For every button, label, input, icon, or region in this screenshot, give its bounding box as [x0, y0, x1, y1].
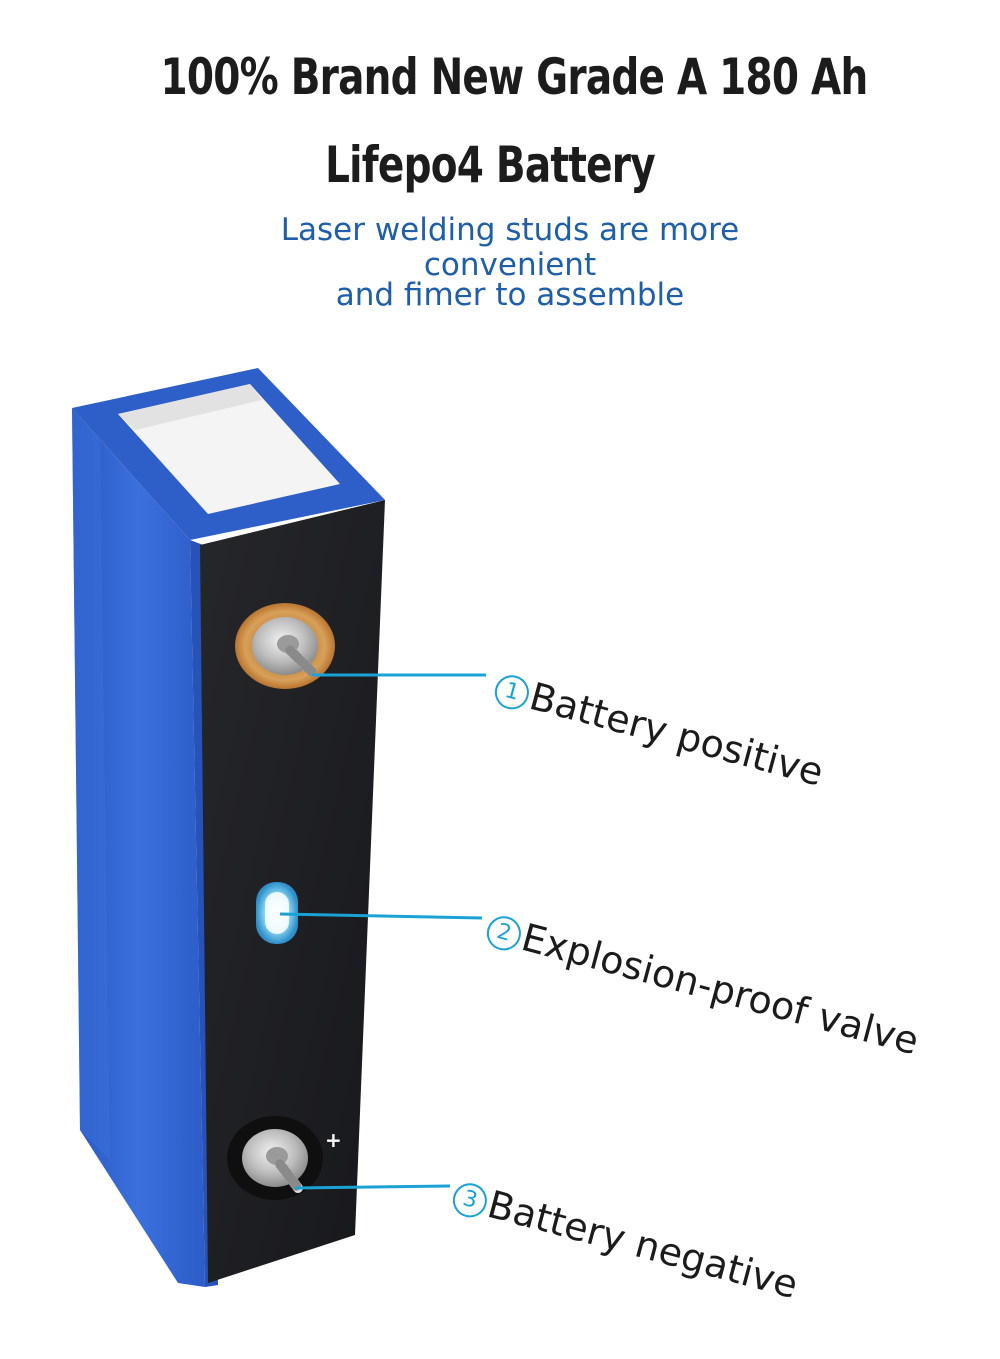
terminal-plus-mark: +	[325, 1128, 342, 1152]
title-line-1: 100% Brand New Grade A 180 Ah	[160, 48, 869, 106]
subtitle-line-2: convenient	[423, 247, 597, 283]
callout-line-3	[294, 1184, 451, 1190]
title-line-2: Lifepo4 Battery	[325, 136, 656, 194]
explosion-proof-valve-icon	[256, 882, 298, 944]
subtitle-line-1: Laser welding studs are more	[280, 212, 740, 248]
subtitle-line-3: and fimer to assemble	[335, 277, 685, 313]
callout-line-2	[279, 912, 483, 920]
positive-terminal-icon	[235, 603, 335, 689]
negative-terminal-icon	[227, 1116, 323, 1200]
